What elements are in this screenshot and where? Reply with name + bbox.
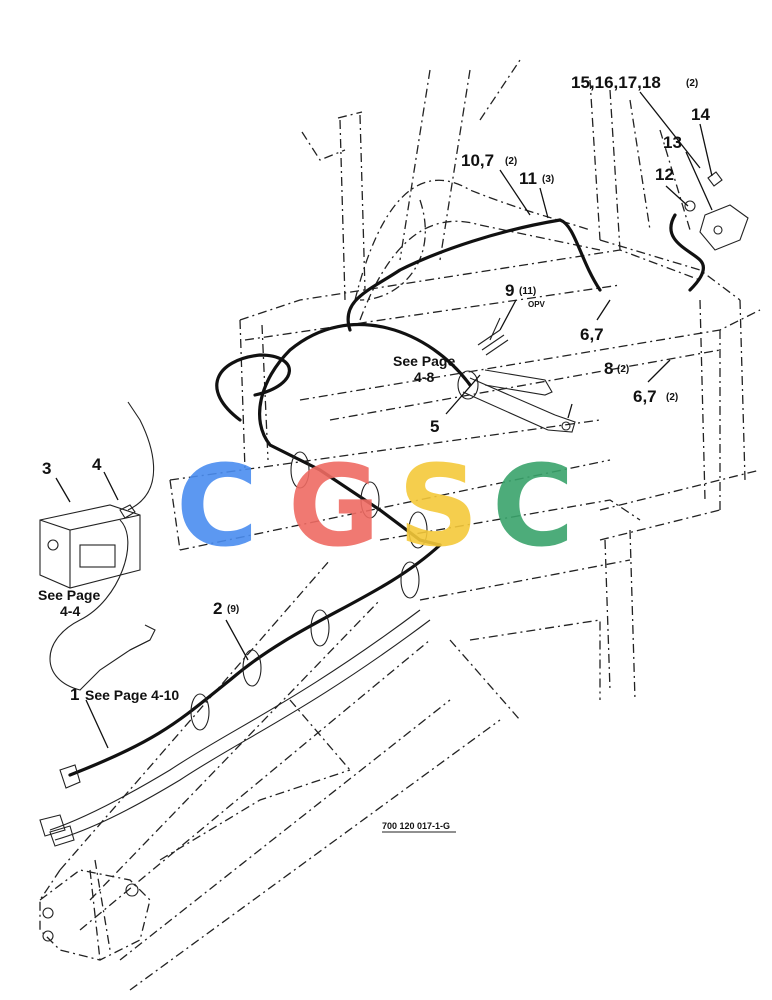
callout-4: 4 <box>92 455 102 474</box>
watermark-letter-c2: C <box>492 442 574 572</box>
callout-6-7-right: 6,7 <box>633 387 657 406</box>
see-page-4-4-line1: See Page <box>38 587 100 603</box>
see-page-4-8-line2: 4-8 <box>414 369 434 385</box>
callout-15-18: 15,16,17,18 <box>571 73 661 92</box>
callouts: 1 2 (9) 3 4 5 6,7 6,7 (2) 8 (2) 9 (11) O… <box>42 73 710 704</box>
watermark-letter-c1: C <box>176 442 258 572</box>
see-page-4-10: See Page 4-10 <box>85 687 179 703</box>
callout-15-18-qty: (2) <box>686 78 698 89</box>
watermark-letter-s: S <box>398 442 479 572</box>
callout-5: 5 <box>430 417 439 436</box>
hydraulic-cylinder <box>457 317 576 433</box>
callout-12: 12 <box>655 165 674 184</box>
callout-6-7-center: 6,7 <box>580 325 604 344</box>
watermark: C G S C <box>176 442 574 572</box>
callout-8-qty: (2) <box>617 364 629 375</box>
callout-14: 14 <box>691 105 710 124</box>
hose-clamps <box>190 451 428 731</box>
callout-13: 13 <box>663 133 682 152</box>
callout-8: 8 <box>604 359 613 378</box>
see-page-4-8-line1: See Page <box>393 353 455 369</box>
page-references: See Page 4-10 See Page 4-4 See Page 4-8 <box>38 353 455 703</box>
callout-2-qty: (9) <box>227 604 239 615</box>
wire-harness <box>39 213 705 847</box>
callout-11-qty: (3) <box>542 174 554 185</box>
callout-9: 9 <box>505 281 514 300</box>
callout-9-note: OPV <box>528 300 546 309</box>
leader-lines <box>55 91 713 749</box>
callout-10-7: 10,7 <box>461 151 494 170</box>
control-box <box>39 401 156 691</box>
callout-9-qty: (11) <box>519 286 536 297</box>
callout-2: 2 <box>213 599 222 618</box>
callout-3: 3 <box>42 459 51 478</box>
callout-6-7-right-qty: (2) <box>666 392 678 403</box>
callout-10-7-qty: (2) <box>505 156 517 167</box>
machine-frame <box>39 59 761 991</box>
callout-1: 1 <box>70 685 79 704</box>
sensor-assembly <box>684 171 749 251</box>
watermark-letter-g: G <box>288 442 380 572</box>
figure-number: 700 120 017-1-G <box>382 821 450 831</box>
callout-11: 11 <box>519 169 537 188</box>
see-page-4-4-line2: 4-4 <box>60 603 80 619</box>
